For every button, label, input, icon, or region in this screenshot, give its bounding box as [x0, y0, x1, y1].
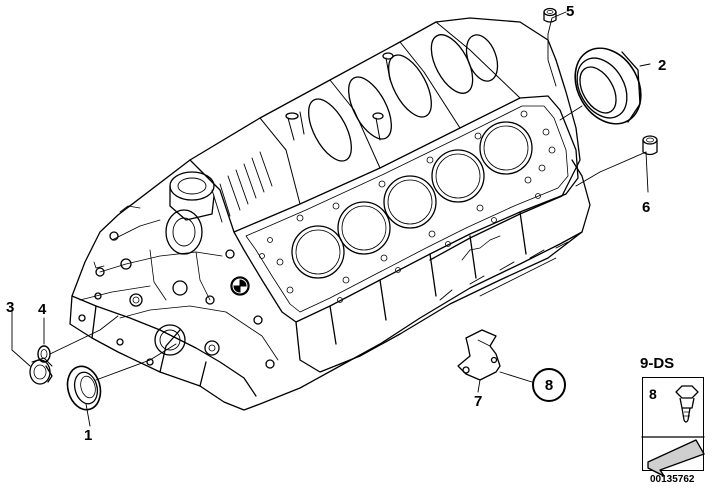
cylinder-bores-gasket-face: [259, 110, 556, 303]
legend-item-number: 8: [649, 386, 657, 402]
bmw-roundel-icon: [231, 277, 249, 295]
callout-7: 7: [474, 393, 483, 410]
dowel-sleeve-5: [543, 7, 557, 23]
callout-4: 4: [38, 301, 47, 318]
sealing-ring-4: [37, 345, 51, 363]
shaft-seal-front-1: [66, 365, 102, 411]
callout-3: 3: [6, 299, 15, 316]
callout-5: 5: [566, 3, 575, 20]
engine-block: [69, 17, 591, 411]
shaft-seal-rear-2: [574, 47, 642, 125]
legend-title: 9-DS: [640, 355, 675, 372]
callout-8-circled: 8: [532, 368, 566, 402]
callout-6: 6: [642, 199, 651, 216]
dowel-sleeve-6: [642, 135, 658, 156]
leader-lines: [11, 11, 651, 427]
callout-8-label: 8: [544, 376, 554, 394]
callout-1: 1: [84, 427, 93, 444]
cover-plate-7: [457, 329, 501, 381]
callout-2: 2: [658, 57, 667, 74]
screw-plug-3: [29, 357, 53, 385]
document-number: 00135762: [650, 474, 695, 485]
